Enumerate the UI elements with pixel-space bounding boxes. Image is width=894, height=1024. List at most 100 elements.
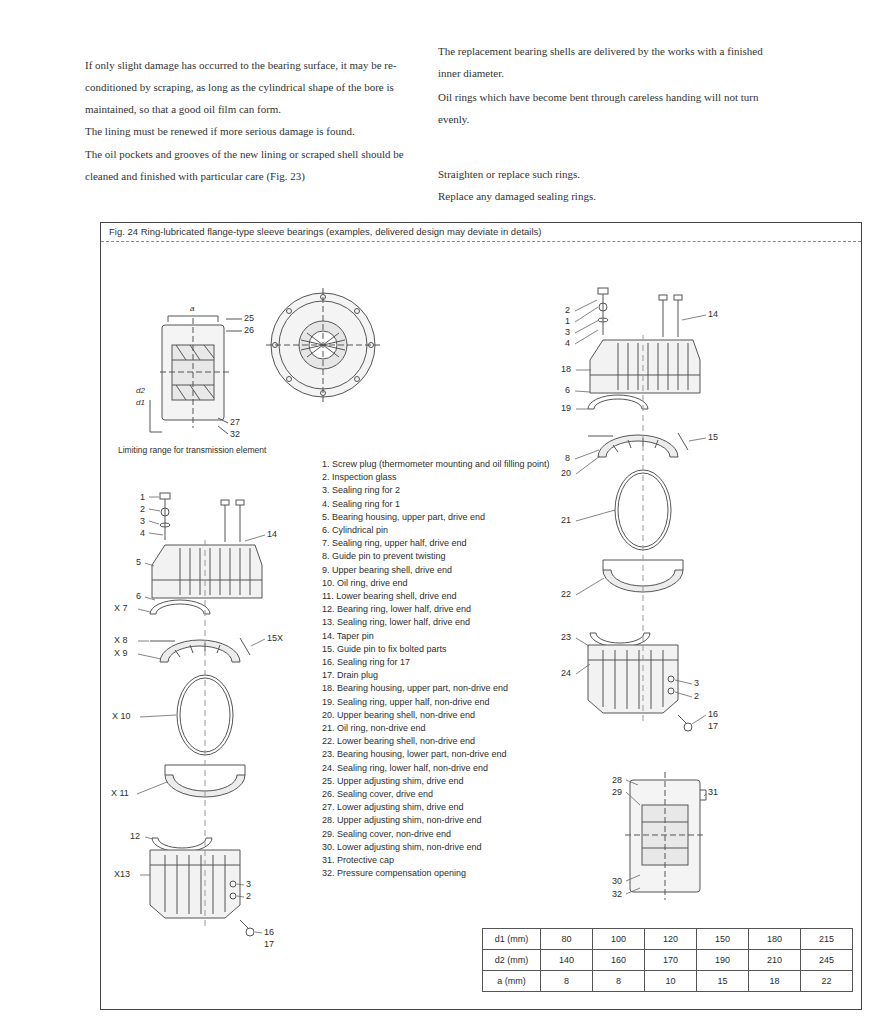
callout-number: 32 (612, 889, 622, 899)
small-section-view (625, 772, 706, 900)
callout-number: 2 (140, 504, 145, 514)
body-paragraph: The lining must be renewed if more serio… (85, 120, 430, 142)
parts-list-item: 4. Sealing ring for 1 (322, 498, 559, 511)
dimension-table: d1 (mm)80100120150180215d2 (mm)140160170… (482, 928, 853, 992)
parts-list-item: 20. Upper bearing shell, non-drive end (322, 709, 559, 722)
parts-list-item: 14. Taper pin (322, 630, 559, 643)
parts-list-item: 1. Screw plug (thermometer mounting and … (322, 458, 559, 471)
parts-list: 1. Screw plug (thermometer mounting and … (322, 458, 559, 881)
callout-number: 4 (565, 338, 570, 348)
dimension-label: d2 (136, 386, 145, 395)
table-cell: 180 (749, 929, 801, 950)
body-paragraph: The replacement bearing shells are deliv… (438, 40, 788, 84)
body-paragraph: Replace any damaged sealing rings. (438, 185, 788, 207)
parts-list-item: 6. Cylindrical pin (322, 524, 559, 537)
callout-number: 3 (694, 678, 699, 688)
table-cell: 190 (697, 950, 749, 971)
callout-number: X 10 (112, 711, 131, 721)
parts-list-item: 26. Sealing cover, drive end (322, 788, 559, 801)
table-cell: 100 (593, 929, 645, 950)
parts-list-item: 7. Sealing ring, upper half, drive end (322, 537, 559, 550)
table-cell: 215 (801, 929, 853, 950)
callout-number: 15 (708, 432, 718, 442)
parts-list-item: 24. Sealing ring, lower half, non-drive … (322, 762, 559, 775)
table-cell: 210 (749, 950, 801, 971)
table-cell: 10 (645, 971, 697, 992)
callout-number: 31 (708, 787, 718, 797)
callout-number: 14 (267, 529, 277, 539)
parts-list-item: 27. Lower adjusting shim, drive end (322, 801, 559, 814)
callout-number: 19 (561, 403, 571, 413)
exploded-views (150, 288, 700, 936)
callout-number: 6 (136, 591, 141, 601)
parts-list-item: 11. Lower bearing shell, drive end (322, 590, 559, 603)
parts-list-item: 15. Guide pin to fix bolted parts (322, 643, 559, 656)
callout-number: X 7 (114, 603, 128, 613)
parts-list-item: 3. Sealing ring for 2 (322, 484, 559, 497)
parts-list-item: 22. Lower bearing shell, non-drive end (322, 735, 559, 748)
callout-number: 18 (561, 364, 571, 374)
callout-number: 22 (561, 589, 571, 599)
table-cell: d2 (mm) (483, 950, 541, 971)
parts-list-item: 28. Upper adjusting shim, non-drive end (322, 814, 559, 827)
body-paragraph: If only slight damage has occurred to th… (85, 54, 430, 120)
parts-list-item: 9. Upper bearing shell, drive end (322, 564, 559, 577)
table-cell: 140 (541, 950, 593, 971)
figure-frame: Fig. 24 Ring-lubricated flange-type slee… (100, 222, 862, 1010)
parts-list-item: 2. Inspection glass (322, 471, 559, 484)
callout-number: 17 (708, 721, 718, 731)
parts-list-item: 30. Lower adjusting shim, non-drive end (322, 841, 559, 854)
callout-number: 16 (708, 709, 718, 719)
callout-number: 6 (565, 385, 570, 395)
callout-number: 2 (694, 691, 699, 701)
table-cell: 170 (645, 950, 697, 971)
callout-number: 8 (565, 453, 570, 463)
table-cell: d1 (mm) (483, 929, 541, 950)
parts-list-item: 16. Sealing ring for 17 (322, 656, 559, 669)
callout-number: 1 (140, 492, 145, 502)
callout-number: X 11 (111, 788, 129, 798)
callout-number: 3 (140, 516, 145, 526)
callout-number: 3 (565, 327, 570, 337)
parts-list-item: 21. Oil ring, non-drive end (322, 722, 559, 735)
parts-list-item: 23. Bearing housing, lower part, non-dri… (322, 748, 559, 761)
table-cell: 8 (593, 971, 645, 992)
callout-number: 17 (264, 939, 274, 949)
parts-list-item: 32. Pressure compensation opening (322, 867, 559, 880)
callout-number: 5 (136, 557, 141, 567)
dimension-label: a (190, 304, 194, 313)
table-cell: 245 (801, 950, 853, 971)
parts-list-item: 19. Sealing ring, upper half, non-drive … (322, 696, 559, 709)
parts-list-item: 10. Oil ring, drive end (322, 577, 559, 590)
parts-list-item: 8. Guide pin to prevent twisting (322, 550, 559, 563)
figure-caption: Fig. 24 Ring-lubricated flange-type slee… (101, 223, 861, 242)
callout-number: 27 (230, 417, 240, 427)
callout-number: 32 (230, 429, 240, 439)
table-cell: 120 (645, 929, 697, 950)
callout-number: 1 (565, 316, 570, 326)
dimension-label: d1 (136, 398, 145, 407)
parts-list-item: 29. Sealing cover, non-drive end (322, 828, 559, 841)
body-paragraph: The oil pockets and grooves of the new l… (85, 143, 430, 187)
callout-number: 26 (244, 325, 254, 335)
callout-number: 16 (264, 927, 274, 937)
callout-number: 23 (561, 632, 571, 642)
table-cell: 18 (749, 971, 801, 992)
body-paragraph: Straighten or replace such rings. (438, 163, 788, 185)
callout-number: 3 (246, 879, 251, 889)
callout-number: X 9 (114, 648, 128, 658)
callout-number: X13 (114, 869, 130, 879)
callout-number: 21 (561, 515, 571, 525)
callout-number: 29 (612, 787, 622, 797)
callout-number: 24 (561, 668, 571, 678)
parts-list-item: 17. Drain plug (322, 669, 559, 682)
callout-number: 2 (565, 305, 570, 315)
parts-list-item: 5. Bearing housing, upper part, drive en… (322, 511, 559, 524)
callout-number: 15X (267, 633, 283, 643)
callout-number: 20 (561, 468, 571, 478)
parts-list-item: 13. Sealing ring, lower half, drive end (322, 616, 559, 629)
callout-number: 2 (246, 891, 251, 901)
line-art (150, 288, 380, 434)
callout-number: 14 (708, 309, 718, 319)
callout-number: 12 (130, 831, 140, 841)
